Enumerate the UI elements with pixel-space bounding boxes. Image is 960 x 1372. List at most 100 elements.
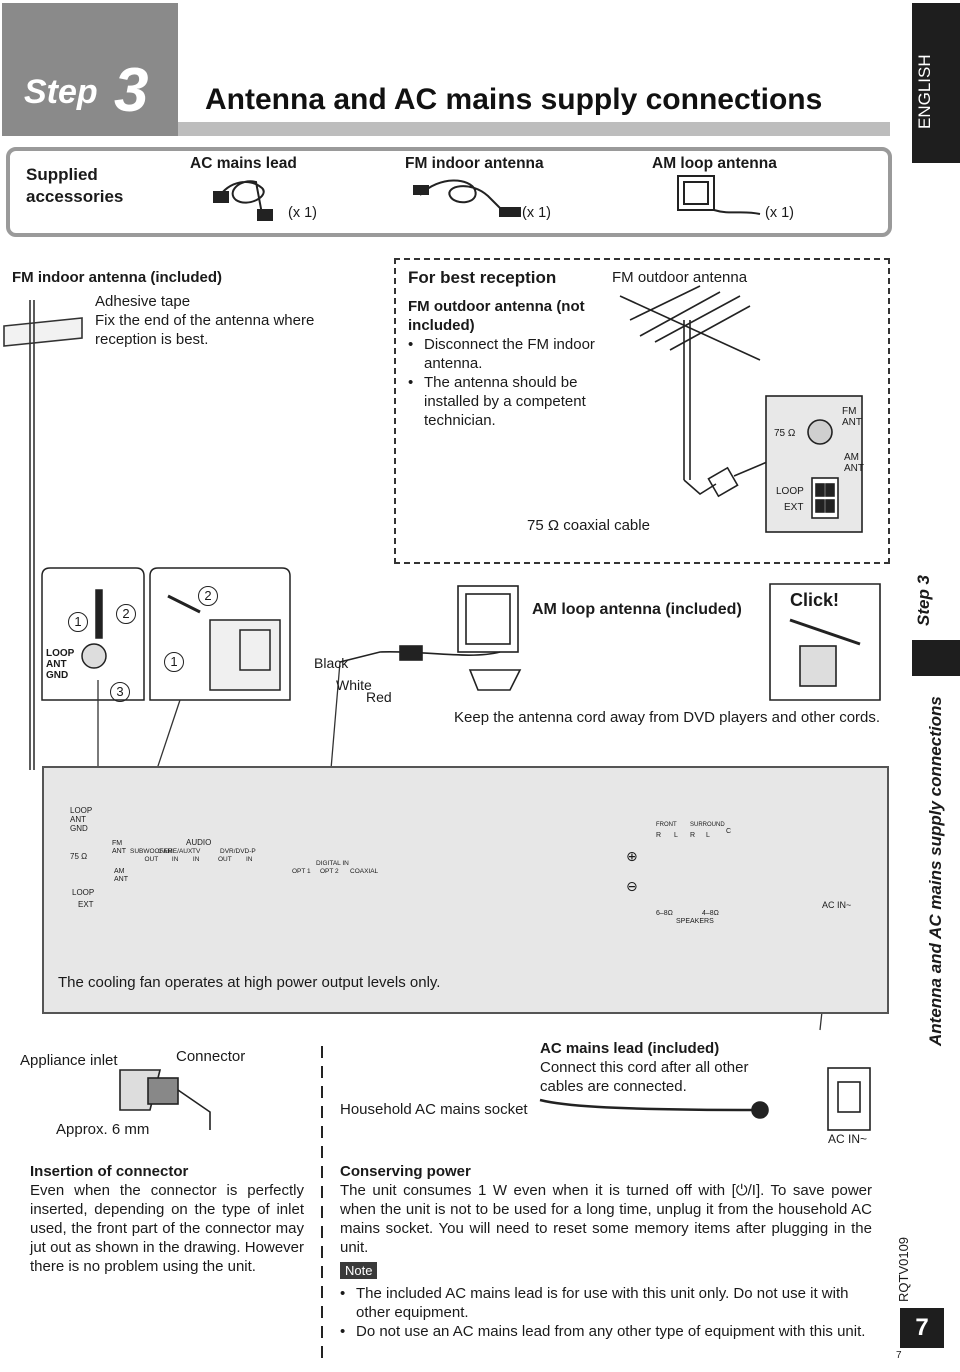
best-reception-box bbox=[394, 258, 890, 564]
side-step-label: Step 3 bbox=[914, 574, 933, 626]
terminal-ext-label: EXT bbox=[784, 502, 804, 513]
accessories-heading: Supplied accessories bbox=[26, 165, 124, 206]
step-panels bbox=[41, 567, 291, 701]
panel-audio: AUDIO bbox=[186, 838, 212, 847]
page-number-small: 7 bbox=[896, 1350, 902, 1361]
notes-list: The included AC mains lead is for use wi… bbox=[340, 1284, 876, 1341]
accessory-am-antenna-name: AM loop antenna bbox=[652, 155, 777, 172]
panel-dvr-in: IN bbox=[246, 856, 253, 863]
panel-opt2: OPT 2 bbox=[320, 868, 339, 875]
panel-surround-l: L bbox=[706, 832, 710, 839]
panel-front-r: R bbox=[656, 832, 662, 839]
side-black-bar bbox=[912, 640, 960, 676]
am-loop-antenna-illustration bbox=[677, 175, 761, 215]
approx-label: Approx. 6 mm bbox=[56, 1121, 150, 1138]
panel-subwoofer: SUBWOOFER OUT bbox=[130, 848, 173, 863]
fm-outdoor-antenna-illustration bbox=[619, 285, 863, 533]
panel-game-aux: GAME/AUX IN bbox=[158, 848, 193, 863]
household-socket-label: Household AC mains socket bbox=[340, 1101, 528, 1118]
step-label: Step bbox=[24, 73, 98, 111]
bullet-technician: The antenna should be bbox=[408, 373, 578, 392]
appliance-inlet-label: Appliance inlet bbox=[20, 1052, 118, 1069]
panel-loop: LOOP bbox=[72, 888, 95, 897]
panel-opt1: OPT 1 bbox=[292, 868, 311, 875]
step-number: 3 bbox=[114, 56, 149, 125]
panel-imp-front: 6–8Ω bbox=[656, 910, 673, 917]
terminal-fm-ant-label: FM ANT bbox=[842, 406, 862, 428]
language-tab: ENGLISH bbox=[912, 3, 960, 163]
coax-label: 75 Ω coaxial cable bbox=[527, 517, 650, 534]
wire-red-label: Red bbox=[366, 689, 392, 705]
panel-front-l: L bbox=[674, 832, 678, 839]
panel-dvr-dvdp: DVR/DVD-P bbox=[220, 848, 256, 855]
accessory-fm-antenna-qty: (x 1) bbox=[522, 205, 551, 221]
wire-black-label: Black bbox=[314, 655, 349, 671]
panel-ext: EXT bbox=[78, 900, 94, 909]
best-reception-subtitle-1: FM outdoor antenna (not bbox=[408, 298, 585, 315]
fm-outdoor-label: FM outdoor antenna bbox=[612, 269, 748, 286]
panel-imp-surround: 4–8Ω bbox=[702, 910, 719, 917]
page-title: Antenna and AC mains supply connections bbox=[205, 83, 823, 116]
terminal-75-label: 75 Ω bbox=[774, 428, 796, 439]
panel-digital-in: DIGITAL IN bbox=[316, 860, 349, 867]
accessories-box bbox=[6, 147, 892, 237]
note-item: Do not use an AC mains lead from any oth… bbox=[340, 1322, 876, 1341]
bullet-disconnect: Disconnect the FM indoor bbox=[408, 335, 595, 354]
ac-lead-title: AC mains lead (included) bbox=[540, 1040, 720, 1057]
keep-away-note: Keep the antenna cord away from DVD play… bbox=[454, 709, 881, 726]
note-item: The included AC mains lead is for use wi… bbox=[340, 1284, 876, 1322]
bullet-technician-2: installed by a competent bbox=[424, 393, 586, 410]
ac-lead-desc-1: Connect this cord after all other bbox=[540, 1059, 749, 1076]
panel-minus: ⊖ bbox=[626, 878, 638, 894]
panel-am-ant: AM ANT bbox=[114, 868, 128, 883]
best-reception-subtitle-2: included) bbox=[408, 317, 475, 334]
step-3-marker: 3 bbox=[110, 682, 130, 702]
doc-code: RQTV0109 bbox=[896, 1236, 911, 1302]
wire-white-label: White bbox=[336, 677, 372, 693]
accessory-fm-antenna-name: FM indoor antenna bbox=[405, 155, 544, 172]
step-2-marker-a: 2 bbox=[116, 604, 136, 624]
ac-inlet-illustration bbox=[119, 1067, 871, 1131]
tape-desc-line1: Fix the end of the antenna where bbox=[95, 312, 315, 329]
panel-ac-in: AC IN~ bbox=[822, 900, 852, 910]
page-number: 7 bbox=[900, 1308, 944, 1348]
rear-panel bbox=[42, 766, 889, 1014]
tape-label: Adhesive tape bbox=[95, 293, 191, 310]
fan-note: The cooling fan operates at high power o… bbox=[58, 974, 441, 991]
step-1-marker-a: 1 bbox=[68, 612, 88, 632]
conserving-title: Conserving power bbox=[340, 1163, 471, 1180]
note-badge: Note bbox=[340, 1262, 378, 1279]
ac-lead-desc-2: cables are connected. bbox=[540, 1078, 687, 1095]
conserving-body: The unit consumes 1 W even when it is tu… bbox=[340, 1182, 872, 1256]
ac-in-label: AC IN~ bbox=[828, 1132, 868, 1146]
step-2-marker-b: 2 bbox=[198, 586, 218, 606]
panel-center: C bbox=[726, 828, 732, 835]
fm-indoor-title: FM indoor antenna (included) bbox=[12, 269, 222, 286]
panel-75ohm: 75 Ω bbox=[70, 852, 88, 861]
panel-surround-r: R bbox=[690, 832, 696, 839]
tape-desc-line2: reception is best. bbox=[95, 331, 209, 348]
bullet-technician-3: technician. bbox=[424, 412, 496, 429]
click-label: Click! bbox=[790, 590, 840, 610]
step-1-marker-b: 1 bbox=[164, 652, 184, 672]
accessory-ac-lead-qty: (x 1) bbox=[288, 205, 317, 221]
connector-label: Connector bbox=[176, 1048, 246, 1065]
terminal-loop-label: LOOP bbox=[776, 486, 804, 497]
panel-front: FRONT bbox=[656, 822, 677, 828]
panel-speakers: SPEAKERS bbox=[676, 918, 714, 925]
insertion-body: Even when the connector is perfectly ins… bbox=[30, 1182, 304, 1275]
header-rule bbox=[178, 122, 890, 136]
fm-indoor-antenna-illustration bbox=[413, 179, 521, 217]
panel-dvr-out: OUT bbox=[218, 856, 232, 863]
step-badge: Step 3 bbox=[2, 3, 178, 136]
insertion-title: Insertion of connector bbox=[30, 1163, 189, 1180]
accessory-am-antenna-qty: (x 1) bbox=[765, 205, 794, 221]
side-section-title: Antenna and AC mains supply connections bbox=[926, 696, 945, 1046]
best-reception-title: For best reception bbox=[408, 268, 557, 287]
am-loop-title: AM loop antenna (included) bbox=[532, 601, 742, 618]
panel-loop-ant-gnd: LOOP ANT GND bbox=[70, 806, 93, 833]
am-loop-assembly-illustration bbox=[339, 583, 881, 701]
panel-tv: TV IN bbox=[192, 848, 201, 863]
loop-ant-gnd-label: LOOP ANT GND bbox=[46, 648, 75, 681]
panel-surround: SURROUND bbox=[690, 822, 725, 828]
